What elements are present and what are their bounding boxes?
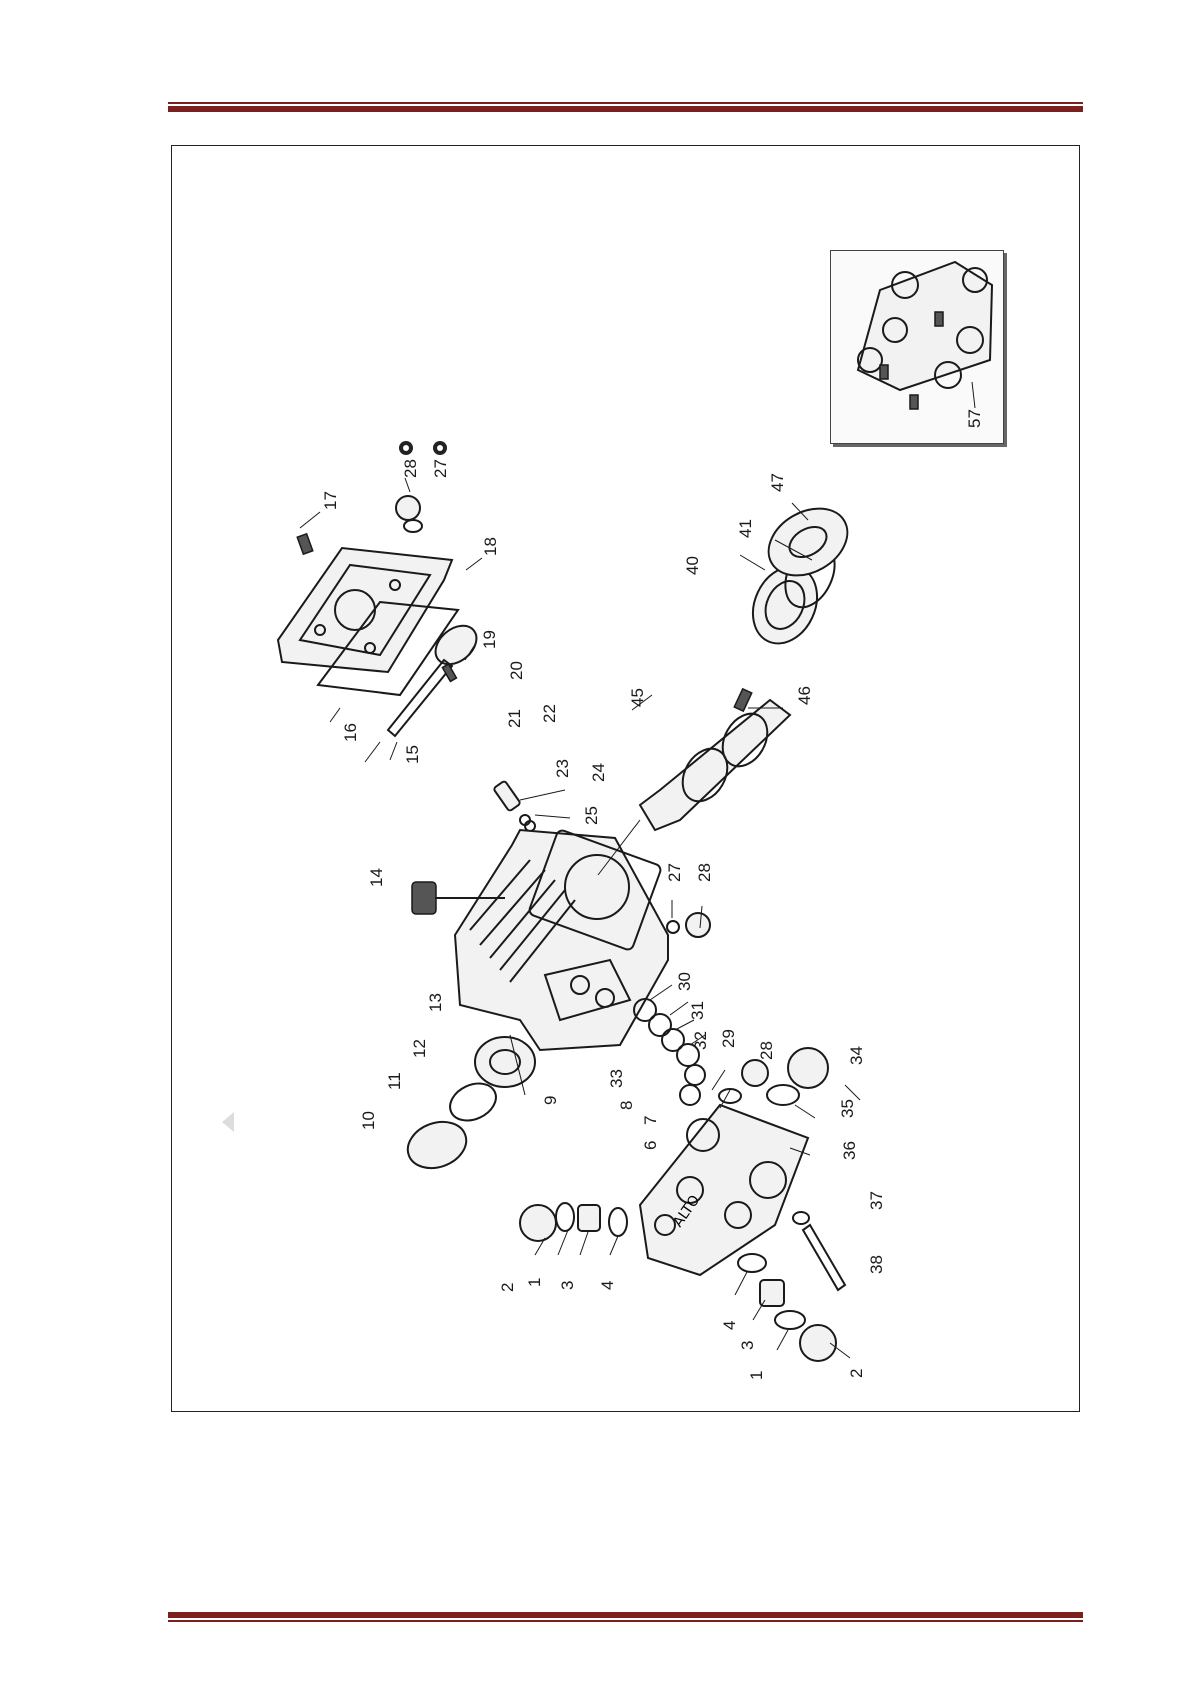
callout-47: 47	[768, 473, 787, 492]
callout-20: 20	[507, 661, 526, 680]
callout-16: 16	[341, 723, 360, 742]
callout-31: 31	[688, 1001, 707, 1020]
callout-35: 35	[838, 1099, 857, 1118]
callout-7: 7	[641, 1116, 660, 1125]
callout-37: 37	[867, 1191, 886, 1210]
callout-27a: 27	[431, 459, 450, 478]
callout-38: 38	[867, 1255, 886, 1274]
callout-28a: 28	[401, 459, 420, 478]
callout-10: 10	[359, 1111, 378, 1130]
footer-rule	[168, 1612, 1083, 1622]
rear-cover-18	[278, 548, 452, 672]
callout-1a: 1	[525, 1278, 544, 1287]
callout-12: 12	[410, 1039, 429, 1058]
callout-45: 45	[628, 688, 647, 707]
callout-4b: 4	[720, 1321, 739, 1330]
callout-11: 11	[385, 1072, 404, 1090]
screw-17	[297, 534, 313, 554]
callout-3b: 3	[738, 1341, 757, 1350]
callout-32: 32	[691, 1031, 710, 1050]
bearing-13	[475, 1037, 535, 1087]
crankshaft-45	[598, 700, 790, 875]
callout-28b: 28	[757, 1041, 776, 1060]
callout-14: 14	[367, 868, 386, 887]
callout-13: 13	[426, 993, 445, 1012]
inset-manifold-drawing	[858, 262, 992, 409]
callout-40: 40	[683, 556, 702, 575]
callout-3a: 3	[558, 1281, 577, 1290]
callout-30: 30	[675, 972, 694, 991]
callout-23: 23	[553, 759, 572, 778]
callout-25: 25	[582, 806, 601, 825]
callout-33: 33	[607, 1069, 626, 1088]
bolt-37-38	[793, 1212, 845, 1290]
callout-36: 36	[840, 1141, 859, 1160]
callout-1b: 1	[747, 1371, 766, 1380]
footer-rule-thick	[168, 1612, 1083, 1618]
callout-41: 41	[736, 519, 755, 538]
piston-guide-21-25	[442, 664, 535, 831]
callout-9: 9	[541, 1096, 560, 1105]
gear-circle-icon	[399, 441, 447, 455]
footer-rule-thin	[168, 1620, 1083, 1622]
callout-29: 29	[719, 1029, 738, 1048]
callout-34: 34	[847, 1046, 866, 1065]
oil-cap-10	[401, 1114, 472, 1176]
valve-group-left-1-4	[520, 1203, 627, 1241]
callout-4a: 4	[598, 1281, 617, 1290]
callout-57: 57	[965, 409, 984, 428]
manifold-36: ALTO	[640, 1105, 808, 1275]
callout-15: 15	[403, 745, 422, 764]
callout-2a: 2	[498, 1283, 517, 1292]
callout-22: 22	[540, 704, 559, 723]
callout-28c: 28	[695, 863, 714, 882]
callout-27b: 27	[665, 863, 684, 882]
callout-17: 17	[321, 491, 340, 510]
callout-18: 18	[481, 537, 500, 556]
callout-21: 21	[505, 709, 524, 728]
callout-46: 46	[795, 686, 814, 705]
callout-19: 19	[480, 630, 499, 649]
callout-6: 6	[641, 1141, 660, 1150]
callout-2b: 2	[847, 1369, 866, 1378]
page-edge-arrow-icon	[222, 1112, 234, 1132]
plug-28-top	[396, 496, 422, 532]
drain-plug-27-28	[667, 913, 710, 937]
callout-24: 24	[589, 763, 608, 782]
callout-8: 8	[617, 1101, 636, 1110]
